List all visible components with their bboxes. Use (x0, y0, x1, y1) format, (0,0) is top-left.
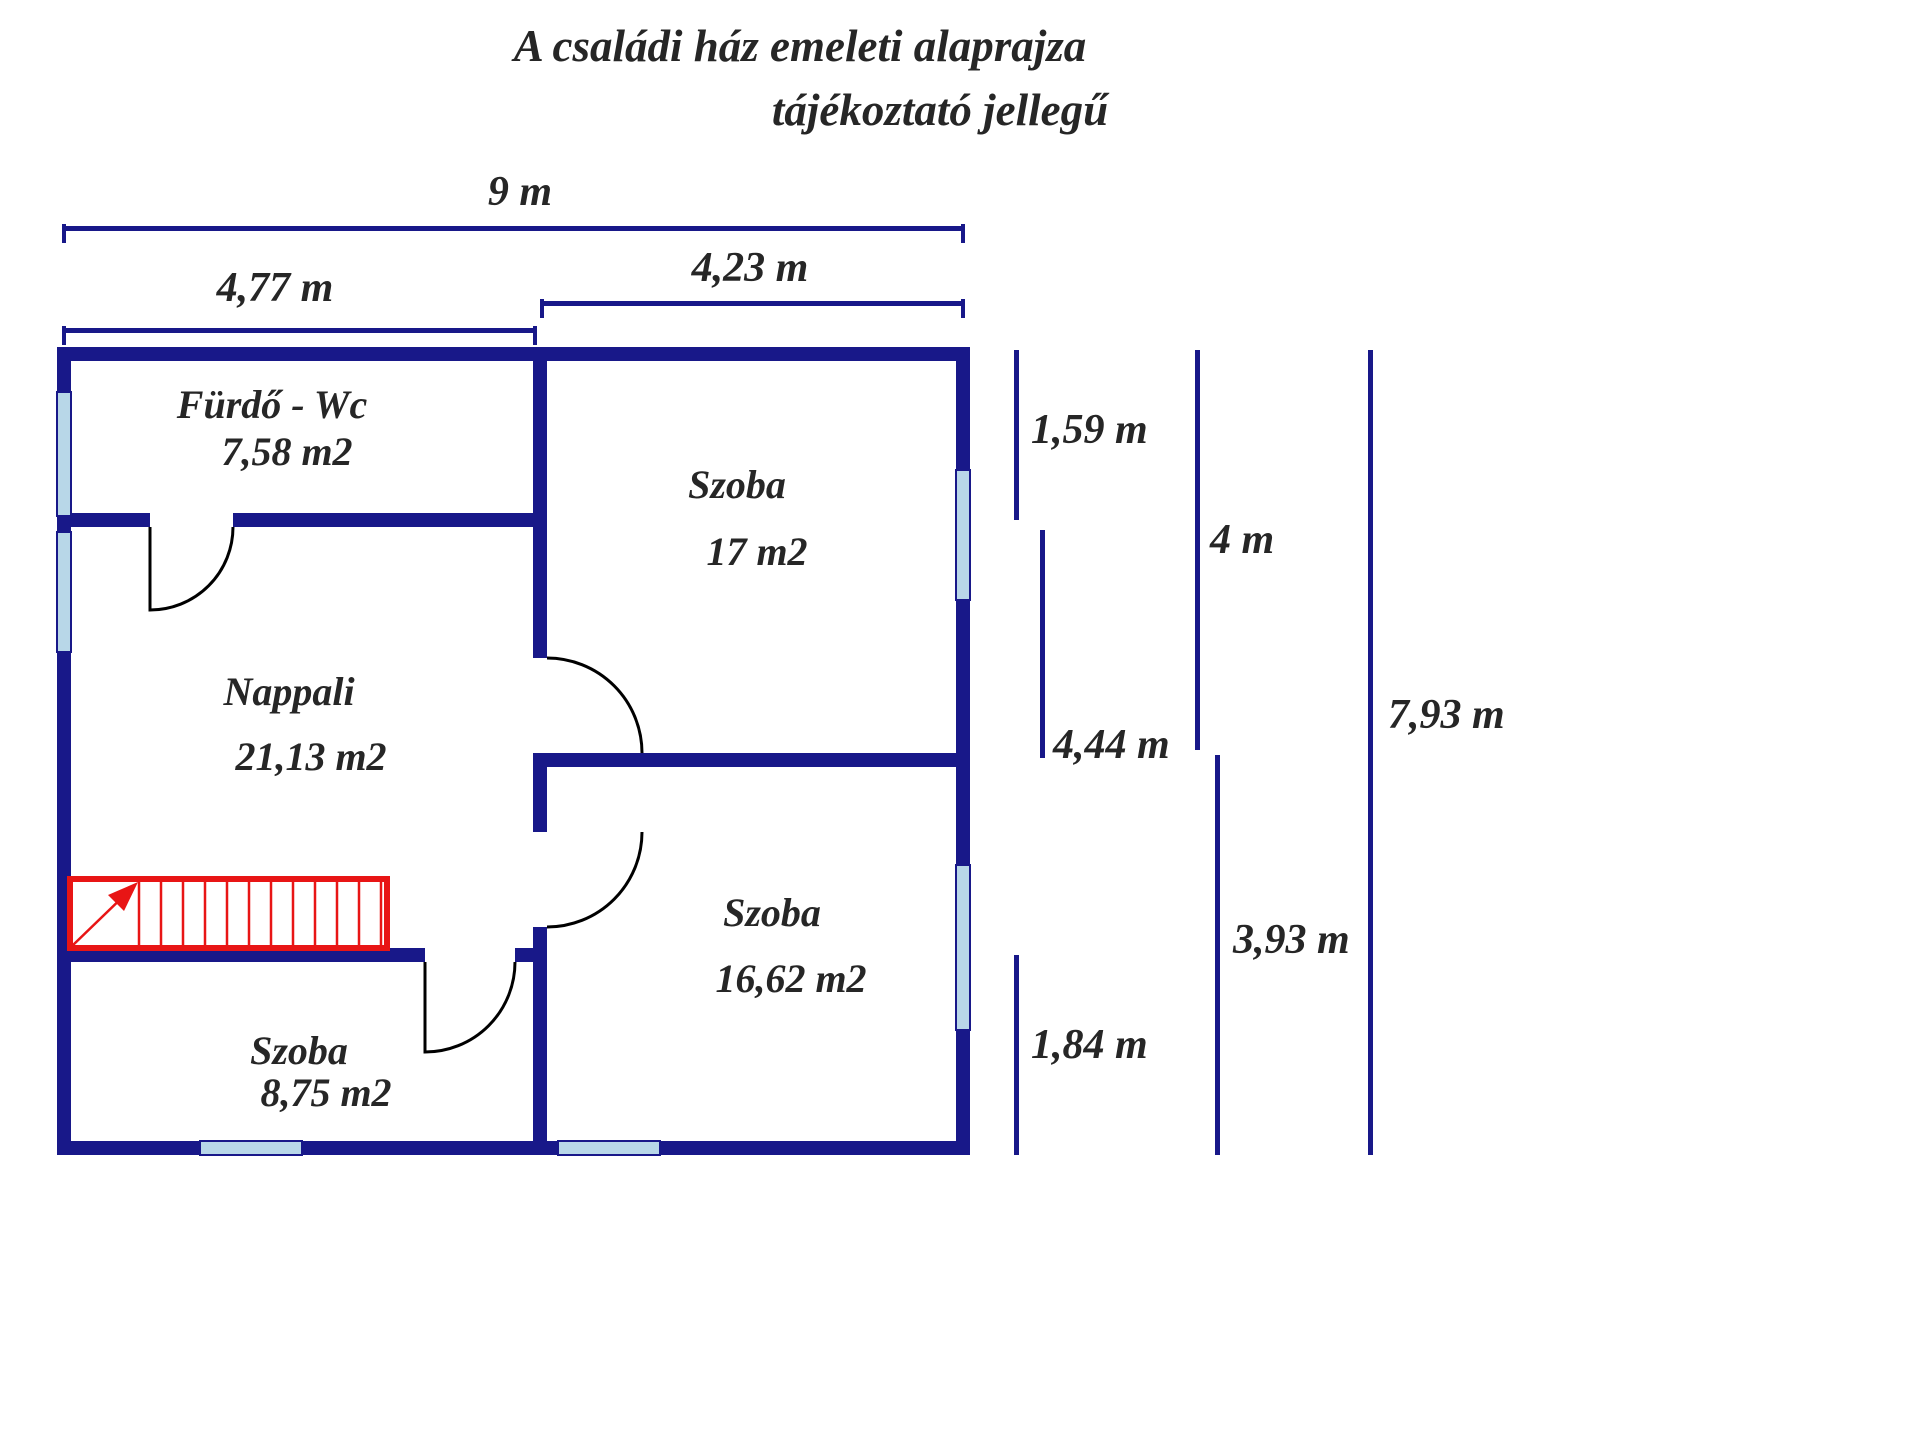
dim-line-right-width (540, 299, 965, 318)
door-arc-upper-right-room (546, 656, 644, 754)
window-left-middle (56, 531, 72, 653)
room-label-living: Nappali (223, 669, 355, 714)
room-label-upper-right: Szoba (688, 462, 786, 507)
wall-center-middle (533, 753, 547, 832)
dim-line-4-44 (1040, 530, 1045, 758)
dim-label-1-59: 1,59 m (1031, 407, 1148, 453)
page-subtitle: tájékoztató jellegű (771, 85, 1109, 135)
window-right-lower (955, 864, 971, 1031)
door-arc-lower-right-room (546, 831, 644, 929)
wall-bottomleft-room-left (57, 948, 425, 962)
dim-line-1-84 (1014, 955, 1019, 1155)
door-arc-bottom-room (423, 961, 517, 1054)
wall-top (57, 347, 970, 361)
dim-label-3-93: 3,93 m (1233, 917, 1350, 963)
wall-bathroom-right (233, 513, 547, 527)
window-bottom-left (199, 1140, 303, 1156)
dim-line-1-59 (1014, 350, 1019, 520)
window-right-upper (955, 469, 971, 601)
room-label-lower-left: Szoba (250, 1028, 348, 1073)
wall-right (956, 347, 970, 1155)
windows (56, 391, 971, 1156)
dim-line-left-width (62, 326, 537, 345)
doors (148, 526, 644, 1054)
room-area-lower-right: 16,62 m2 (715, 956, 867, 1001)
room-area-lower-left: 8,75 m2 (260, 1070, 392, 1115)
staircase-outline (67, 876, 390, 951)
dim-line-7-93 (1368, 350, 1373, 1155)
room-area-living: 21,13 m2 (235, 734, 387, 779)
dim-label-right-width: 4,23 m (691, 245, 809, 291)
stairs-direction-arrowhead-icon (108, 882, 138, 911)
dim-label-left-width: 4,77 m (216, 265, 334, 311)
staircase (67, 876, 390, 951)
dim-line-4 (1195, 350, 1200, 750)
staircase-treads (137, 882, 383, 945)
door-arc-bathroom (148, 526, 235, 612)
wall-center-lower (533, 927, 547, 1155)
dim-label-4: 4 m (1210, 517, 1275, 563)
dim-line-3-93 (1215, 755, 1220, 1155)
window-left-upper (56, 391, 72, 517)
wall-bottomleft-room-right (515, 948, 547, 962)
wall-right-rooms-divider (533, 753, 970, 767)
wall-center-upper (533, 347, 547, 658)
room-label-lower-right: Szoba (723, 890, 821, 935)
dim-label-7-93: 7,93 m (1388, 692, 1505, 738)
dim-label-4-44: 4,44 m (1053, 722, 1170, 768)
page-title: A családi ház emeleti alaprajza (513, 21, 1087, 71)
wall-bottom (57, 1141, 970, 1155)
wall-bathroom-left (57, 513, 150, 527)
room-area-upper-right: 17 m2 (706, 529, 808, 574)
dim-label-total-width: 9 m (487, 169, 553, 215)
room-label-bathroom: Fürdő - Wc (176, 382, 368, 427)
dim-line-total-width (62, 224, 965, 243)
room-area-bathroom: 7,58 m2 (221, 429, 353, 474)
window-bottom-right (557, 1140, 661, 1156)
dim-label-1-84: 1,84 m (1031, 1022, 1148, 1068)
